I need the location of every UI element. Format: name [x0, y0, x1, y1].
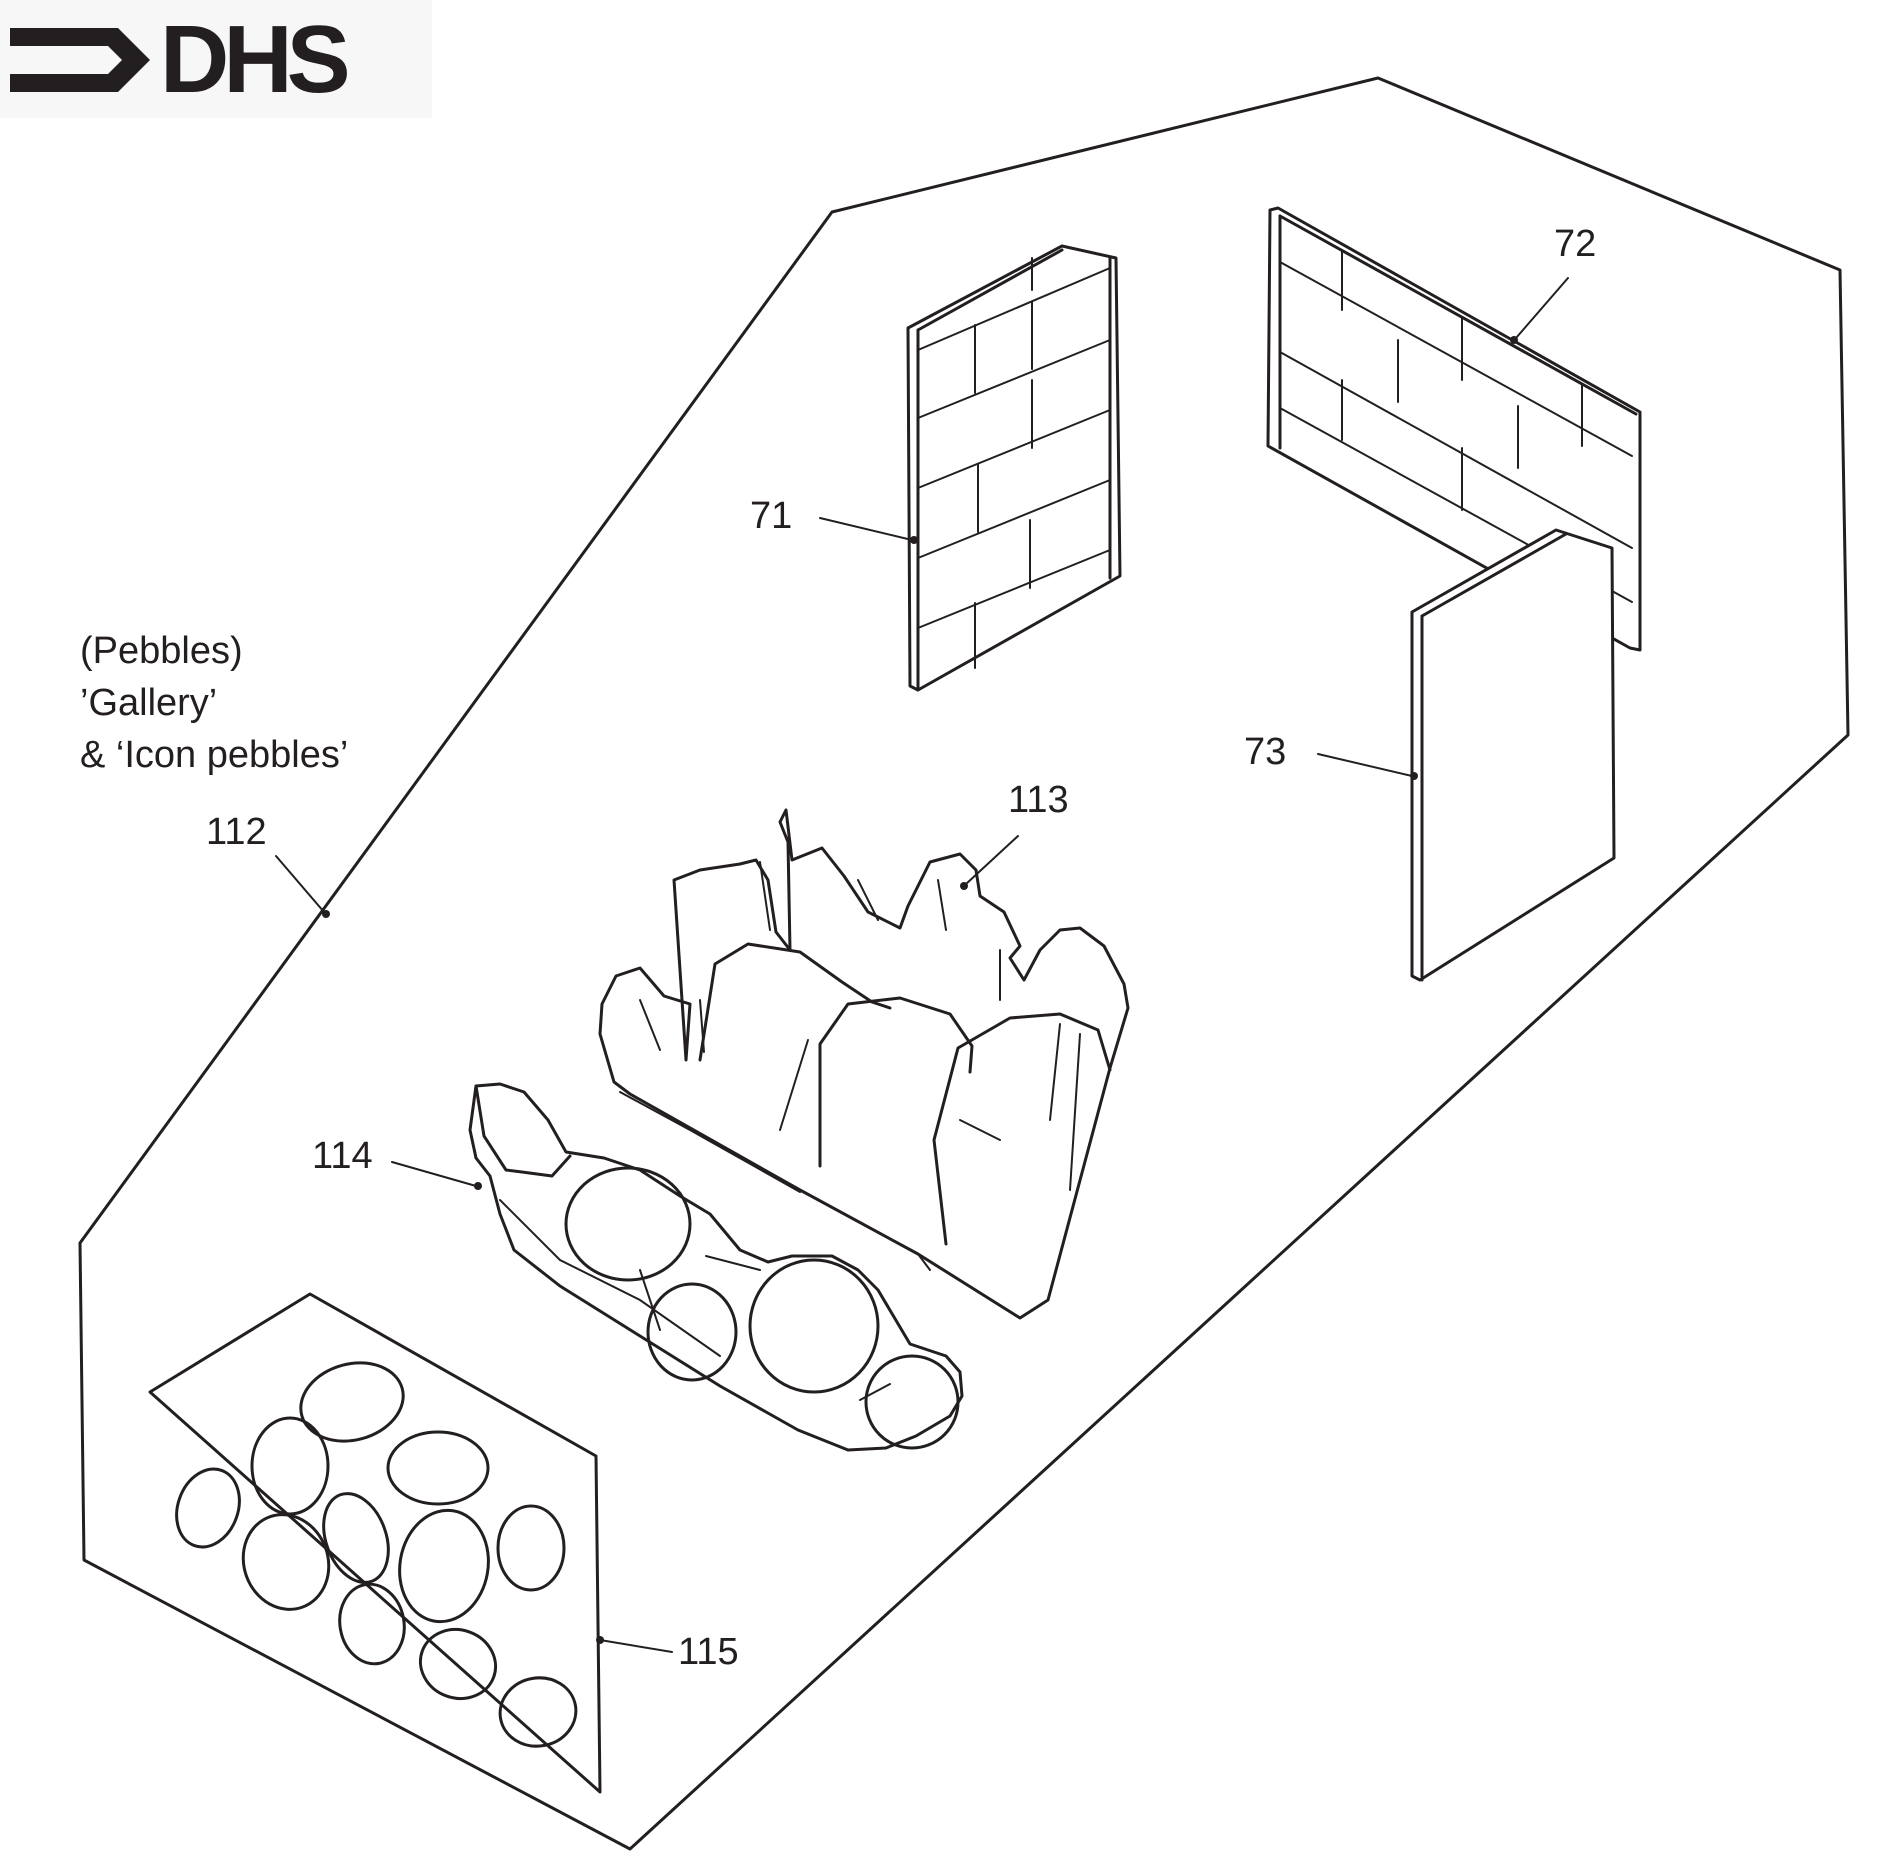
label-73: 73 [1244, 731, 1286, 773]
right-side-panel [1410, 528, 1616, 982]
label-112: 112 [206, 811, 267, 853]
caption: (Pebbles) ’Gallery’ & ‘Icon pebbles’ [80, 630, 348, 776]
logo-text: DHS [160, 6, 348, 113]
gallery-piece [598, 808, 1130, 1320]
caption-line-1: (Pebbles) [80, 630, 243, 672]
label-115: 115 [678, 1631, 739, 1673]
label-113: 113 [1008, 779, 1069, 821]
label-71: 71 [750, 495, 792, 537]
icon-pebbles-piece [468, 1082, 964, 1452]
label-114: 114 [312, 1135, 373, 1177]
caption-line-3: & ‘Icon pebbles’ [80, 734, 348, 776]
left-brick-panel [906, 244, 1122, 692]
caption-line-2: ’Gallery’ [80, 682, 217, 724]
arrow-logo-icon [10, 28, 150, 92]
loose-pebbles-tray [148, 1292, 602, 1794]
reference-numerals: 112 113 114 115 71 72 73 [206, 223, 1596, 1673]
dhs-logo: DHS [0, 0, 432, 118]
label-72: 72 [1554, 223, 1596, 265]
leader-lines [275, 277, 1569, 1653]
tray-outline [78, 76, 1850, 1851]
